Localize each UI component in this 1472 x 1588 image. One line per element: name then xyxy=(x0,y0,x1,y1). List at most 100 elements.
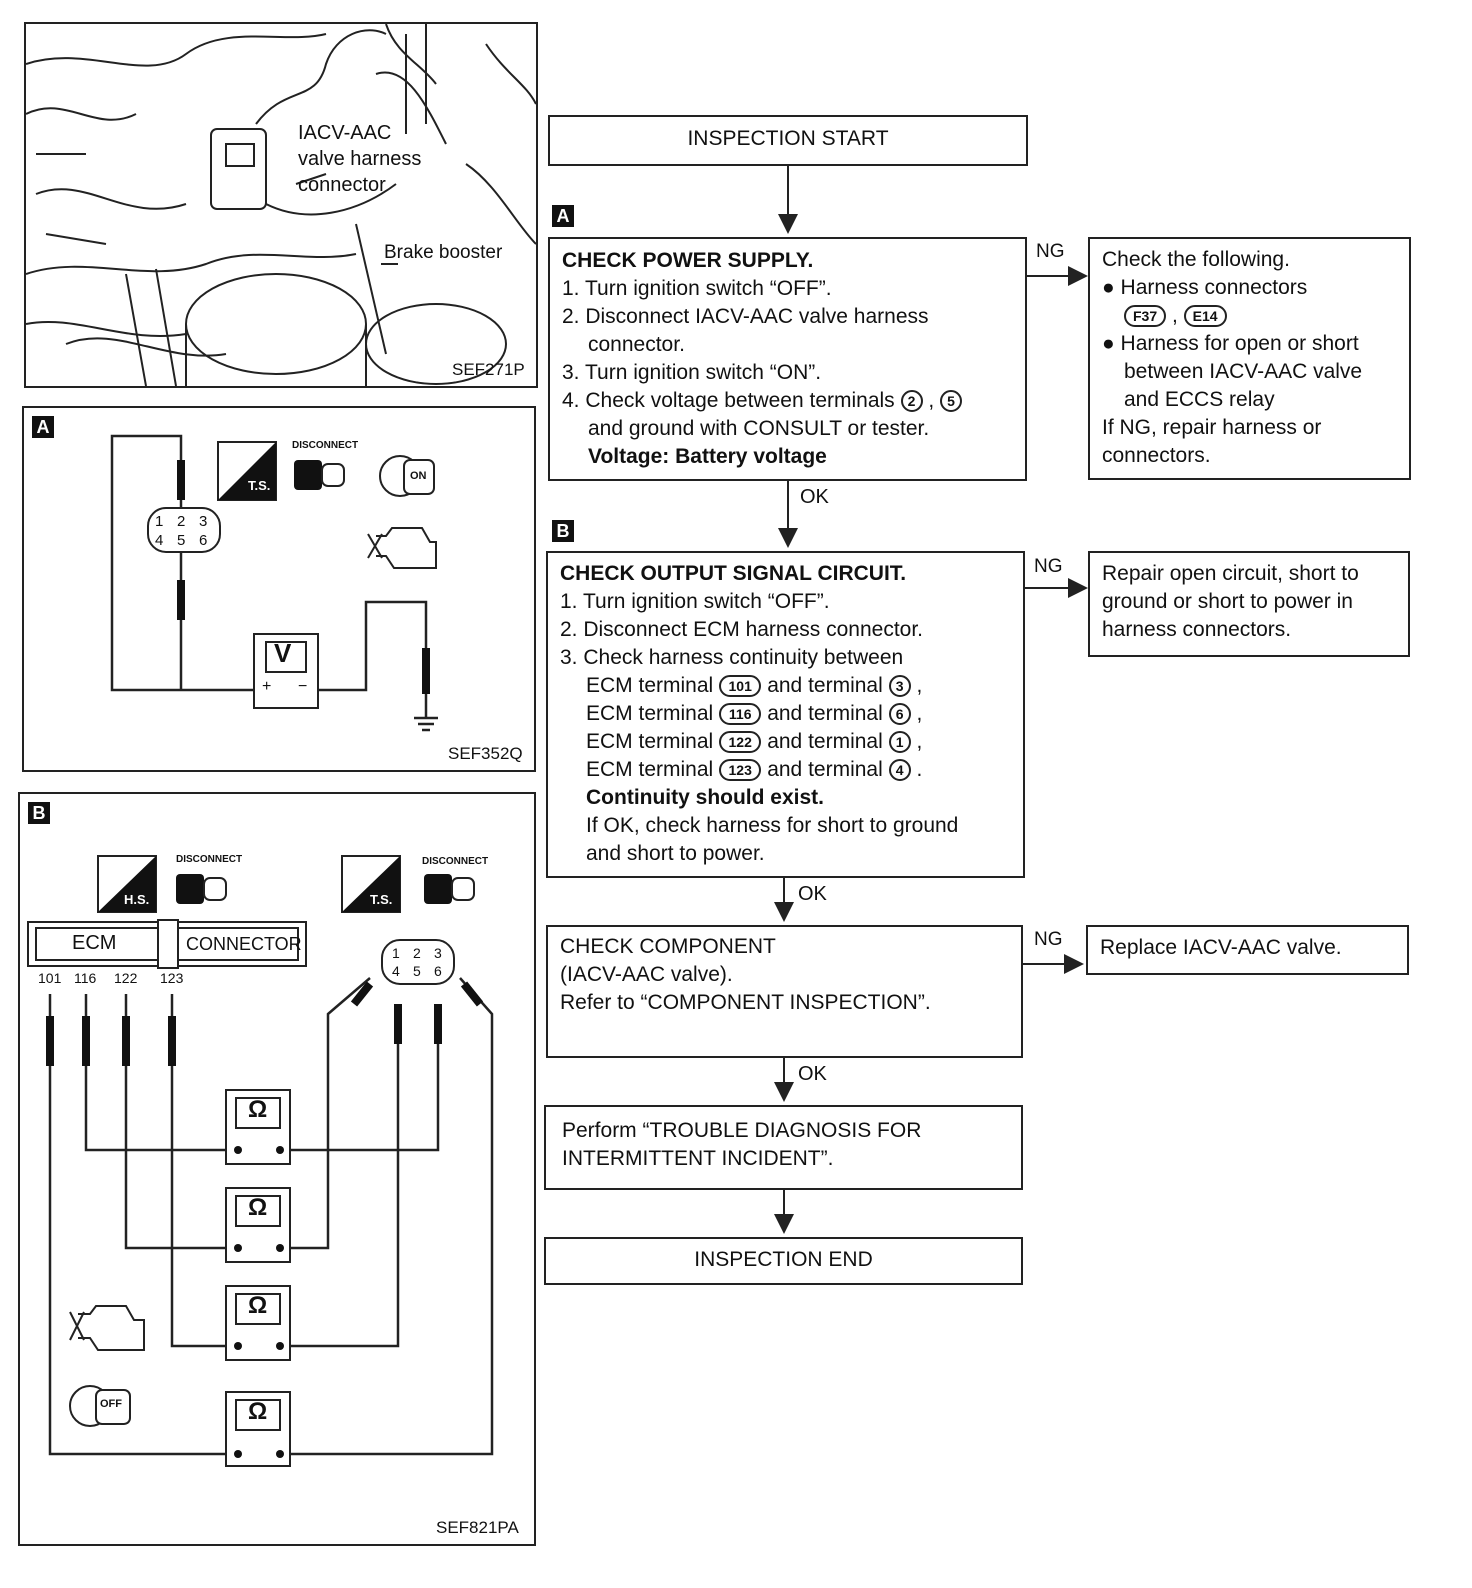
panel-a-tag: A xyxy=(32,416,54,438)
step-a-line-5-text: 4. Check voltage between terminals xyxy=(562,389,895,412)
ng-a-box: Check the following. ● Harness connector… xyxy=(1088,237,1411,480)
ng-label-a: NG xyxy=(1036,241,1065,262)
panel-b-pin-4: 4 xyxy=(392,963,400,979)
ng-b-line-2: ground or short to power in xyxy=(1102,590,1353,613)
ng-a-repair-1: If NG, repair harness or xyxy=(1102,416,1322,439)
terminal-5-symbol: 5 xyxy=(940,390,963,413)
disconnect-icon-label: DISCONNECT xyxy=(292,440,359,451)
step-c-line-1: CHECK COMPONENT xyxy=(560,935,776,958)
ts-icon-label: T.S. xyxy=(370,892,393,907)
ng-a-bullet-2c: and ECCS relay xyxy=(1124,388,1275,411)
callout-connector: connector xyxy=(298,174,386,196)
and-terminal-text: and terminal xyxy=(767,730,883,753)
terminal-6-symbol: 6 xyxy=(888,703,911,726)
voltmeter-plus: + xyxy=(262,678,272,695)
ignition-key-on-label: ON xyxy=(410,470,427,482)
panel-a-wiring xyxy=(110,434,438,732)
step-a-line-6: and ground with CONSULT or tester. xyxy=(588,417,930,440)
ok-label-c: OK xyxy=(798,1063,827,1085)
step-a-line-4: 3. Turn ignition switch “ON”. xyxy=(562,361,822,384)
ecm-terminal-text: ECM terminal xyxy=(586,758,714,781)
ok-label-a: OK xyxy=(800,486,829,508)
ng-a-bullet-1: ● Harness connectors xyxy=(1102,276,1308,299)
check-power-supply-box: CHECK POWER SUPPLY. 1. Turn ignition swi… xyxy=(548,237,1027,481)
voltmeter-symbol: V xyxy=(274,638,292,668)
step-d-line-2: INTERMITTENT INCIDENT”. xyxy=(562,1147,834,1170)
flow-tag-a: A xyxy=(552,205,574,227)
ecm-terminal-122-badge: 122 xyxy=(719,731,762,754)
panel-a-pin-1: 1 xyxy=(155,513,164,530)
ecm-terminal-123-badge: 123 xyxy=(719,759,762,782)
panel-b-pin-3: 3 xyxy=(434,945,442,961)
check-component-box: CHECK COMPONENT (IACV-AAC valve). Refer … xyxy=(546,925,1023,1058)
inspection-end-label: INSPECTION END xyxy=(694,1248,873,1271)
step-c-line-2: (IACV-AAC valve). xyxy=(560,963,733,986)
ng-label-b: NG xyxy=(1034,556,1063,577)
ng-b-box: Repair open circuit, short to ground or … xyxy=(1088,551,1410,657)
step-a-line-3: connector. xyxy=(588,333,685,356)
hs-icon-label: H.S. xyxy=(124,892,150,907)
ok-label-b: OK xyxy=(798,883,827,905)
step-b-line-1: 1. Turn ignition switch “OFF”. xyxy=(560,590,830,613)
ecm-terminal-122: 122 xyxy=(114,970,138,986)
voltmeter-minus: − xyxy=(298,678,308,695)
step-a-title: CHECK POWER SUPPLY. xyxy=(562,249,814,272)
ng-b-line-1: Repair open circuit, short to xyxy=(1102,562,1359,585)
ohmmeter-symbol-2: Ω xyxy=(248,1194,268,1221)
disconnect-icon-label-2: DISCONNECT xyxy=(422,856,489,867)
panel-a-pin-4: 4 xyxy=(155,532,164,549)
inspection-end-box: INSPECTION END xyxy=(544,1237,1023,1285)
step-b-title: CHECK OUTPUT SIGNAL CIRCUIT. xyxy=(560,562,907,585)
ignition-key-off-label: OFF xyxy=(100,1398,122,1410)
ng-a-codes: F37 , E14 xyxy=(1102,302,1409,330)
ts-icon-label: T.S. xyxy=(248,478,271,493)
ng-b-line-3: harness connectors. xyxy=(1102,618,1292,641)
ng-a-bullet-2: ● Harness for open or short xyxy=(1102,332,1359,355)
ecm-connector-label: CONNECTOR xyxy=(186,934,302,954)
ecm-terminal-116-badge: 116 xyxy=(719,703,762,726)
trouble-diagnosis-box: Perform “TROUBLE DIAGNOSIS FOR INTERMITT… xyxy=(544,1105,1023,1190)
panel-a-pin-6: 6 xyxy=(199,532,208,549)
callout-valve-harness: valve harness xyxy=(298,148,422,170)
step-c-line-3: Refer to “COMPONENT INSPECTION”. xyxy=(560,991,931,1014)
ng-a-bullet-1-text: Harness connectors xyxy=(1120,276,1308,299)
component-location-panel: IACV-AAC valve harness connector Brake b… xyxy=(24,22,538,388)
ng-a-bullet-2-text: Harness for open or short xyxy=(1120,332,1359,355)
ng-a-intro: Check the following. xyxy=(1102,248,1290,271)
step-b-if-ok-2: and short to power. xyxy=(586,842,765,865)
ohmmeter-symbol-1: Ω xyxy=(248,1096,268,1123)
ng-a-bullet-2b: between IACV-AAC valve xyxy=(1124,360,1363,383)
and-terminal-text: and terminal xyxy=(767,758,883,781)
ecm-terminal-text: ECM terminal xyxy=(586,702,714,725)
flow-tag-b: B xyxy=(552,520,574,542)
step-a-voltage: Voltage: Battery voltage xyxy=(588,445,827,468)
panel-b-wiring xyxy=(27,855,494,1467)
ohmmeter-symbol-4: Ω xyxy=(248,1398,268,1425)
ng-c-box: Replace IACV-AAC valve. xyxy=(1086,925,1409,975)
panel-b-tag: B xyxy=(28,802,50,824)
inspection-start-box: INSPECTION START xyxy=(548,115,1028,166)
panel-b-pin-1: 1 xyxy=(392,945,400,961)
ecm-terminal-text: ECM terminal xyxy=(586,674,714,697)
callout-brake-booster: Brake booster xyxy=(384,242,503,263)
ng-a-repair-2: connectors. xyxy=(1102,444,1211,467)
panel-b-pin-2: 2 xyxy=(413,945,421,961)
terminal-4-symbol: 4 xyxy=(888,759,911,782)
ng-label-c: NG xyxy=(1034,929,1063,950)
ecm-terminal-101: 101 xyxy=(38,970,62,986)
connector-code-f37: F37 xyxy=(1124,305,1167,328)
and-terminal-text: and terminal xyxy=(767,674,883,697)
step-b-line-3: 3. Check harness continuity between xyxy=(560,646,904,669)
panel-a: A 1 2 3 4 5 6 T.S. DISCONNECT ON V + − S… xyxy=(22,406,536,772)
ecm-terminal-116: 116 xyxy=(74,970,97,986)
check-output-signal-box: CHECK OUTPUT SIGNAL CIRCUIT. 1. Turn ign… xyxy=(546,551,1025,878)
ecm-terminal-101-badge: 101 xyxy=(719,675,762,698)
ecm-terminal-123: 123 xyxy=(160,970,184,986)
terminal-1-symbol: 1 xyxy=(888,731,911,754)
panel-a-pin-5: 5 xyxy=(177,532,186,549)
ecm-label: ECM xyxy=(72,932,117,954)
